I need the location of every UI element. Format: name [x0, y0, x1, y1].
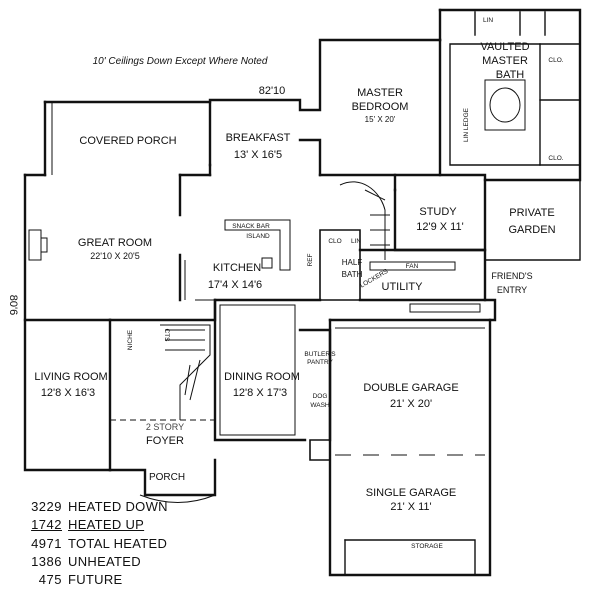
stat-label: UNHEATED [68, 553, 141, 569]
master-bedroom-line2: BEDROOM [352, 101, 409, 113]
storage-label: STORAGE [411, 543, 443, 550]
foyer-label: FOYER [146, 435, 184, 447]
stat-label: FUTURE [68, 572, 123, 588]
stat-label: HEATED UP [68, 517, 145, 533]
breakfast-size: 13' X 16'5 [234, 149, 282, 161]
stat-label: HEATED DOWN [68, 499, 168, 514]
depth-dimension: 80'6 [7, 295, 19, 315]
porch-label: PORCH [149, 472, 185, 483]
living-room-label: LIVING ROOM [34, 371, 107, 383]
butlers-pantry-line2: PANTRY [307, 359, 333, 366]
double-garage-size: 21' X 20' [390, 398, 432, 410]
bath-closet-upper-label: CLO. [548, 57, 563, 64]
double-garage-label: DOUBLE GARAGE [363, 382, 458, 394]
friends-entry-line1: FRIEND'S [491, 271, 532, 281]
foyer-two-story: 2 STORY [146, 422, 184, 432]
ref-label: REF [307, 253, 314, 266]
stat-value: 4971 [31, 535, 62, 551]
friends-entry-line2: ENTRY [497, 285, 527, 295]
stat-value: 3229 [31, 499, 62, 514]
private-garden-line1: PRIVATE [509, 207, 554, 219]
study-label: STUDY [419, 206, 457, 218]
study-size: 12'9 X 11' [416, 221, 463, 233]
stat-heated-up: 1742 HEATED UP [12, 516, 212, 534]
master-bedroom-line1: MASTER [357, 87, 403, 99]
kitchen-size: 17'4 X 14'6 [208, 279, 262, 291]
linen-ledge-label: LIN LEDGE [463, 107, 470, 142]
single-garage-size: 21' X 11' [390, 501, 431, 513]
great-room-label: GREAT ROOM [78, 237, 152, 249]
master-bath-line1: VAULTED [480, 41, 529, 53]
snack-bar-label: SNACK BAR [232, 223, 270, 230]
stat-heated-down: 3229 HEATED DOWN [12, 498, 212, 516]
half-bath-line1: HALF [342, 258, 363, 267]
master-bath-line3: BATH [496, 69, 525, 81]
living-room-size: 12'8 X 16'3 [41, 387, 95, 399]
master-bedroom-size: 15' X 20' [365, 115, 396, 124]
linen-label: LIN [351, 238, 361, 245]
private-garden-line2: GARDEN [508, 224, 555, 236]
covered-porch-label: COVERED PORCH [79, 135, 176, 147]
bath-closet-lower-label: CLO. [548, 155, 563, 162]
stat-label: TOTAL HEATED [68, 535, 168, 551]
half-bath-line2: BATH [342, 270, 363, 279]
breakfast-label: BREAKFAST [226, 132, 291, 144]
stat-value: 1742 [31, 517, 62, 533]
fan-label: FAN [406, 263, 419, 270]
stat-value: 1386 [31, 553, 62, 569]
area-summary: 3229 HEATED DOWN 1742 HEATED UP 4971 TOT… [12, 498, 212, 589]
master-bath-line2: MASTER [482, 55, 528, 67]
single-garage-label: SINGLE GARAGE [366, 487, 456, 499]
utility-label: UTILITY [382, 281, 424, 293]
stat-future: 475 FUTURE [12, 571, 212, 589]
dining-room-size: 12'8 X 17'3 [233, 387, 287, 399]
niche-label: NICHE [127, 329, 134, 350]
interior-lines [28, 79, 526, 503]
bath-linen-label: LIN [483, 17, 493, 24]
stat-value: 475 [38, 572, 62, 588]
great-room-size: 22'10 X 20'5 [90, 251, 139, 261]
dining-room-label: DINING ROOM [224, 371, 300, 383]
island-label: ISLAND [246, 233, 270, 240]
ceiling-note: 10' Ceilings Down Except Where Noted [93, 56, 268, 67]
butlers-pantry-line1: BUTLER'S [304, 351, 336, 358]
stat-total-heated: 4971 TOTAL HEATED [12, 535, 212, 553]
kitchen-label: KITCHEN [213, 262, 261, 274]
dog-wash-line2: WASH [310, 402, 330, 409]
stat-unheated: 1386 UNHEATED [12, 553, 212, 571]
closet-label: CLO [328, 238, 341, 245]
dog-wash-line1: DOG [313, 393, 328, 400]
width-dimension: 82'10 [259, 85, 286, 97]
cts-label: CTS [163, 329, 170, 343]
